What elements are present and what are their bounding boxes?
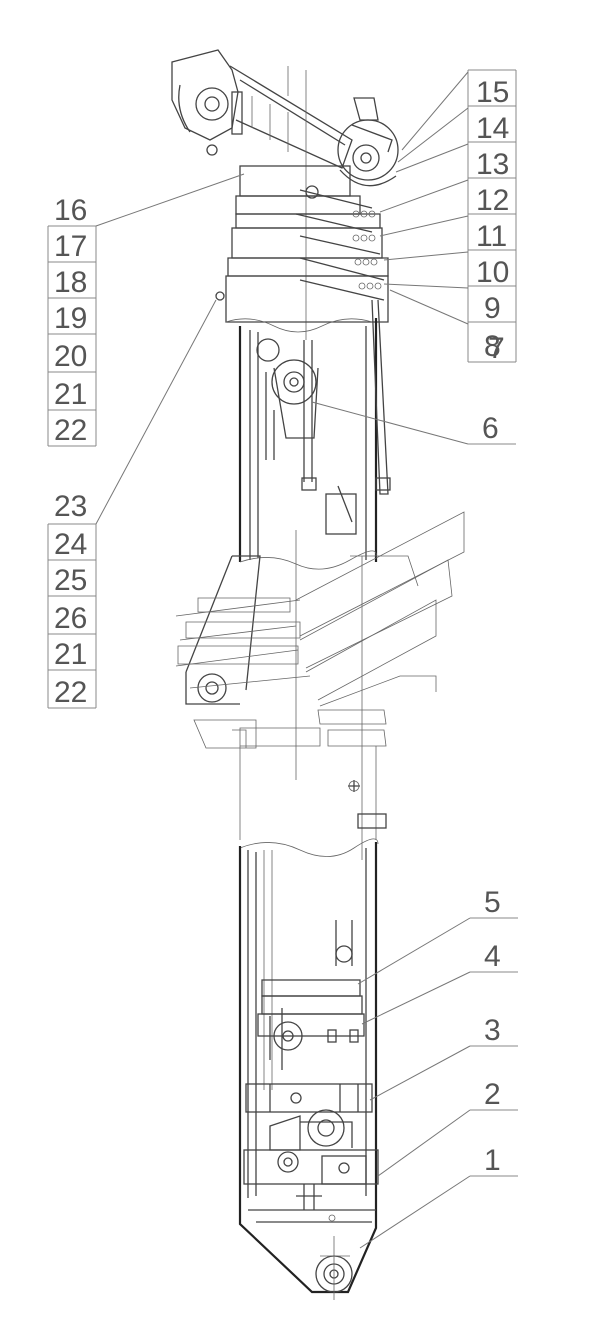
callout-label: 2 xyxy=(484,1078,501,1111)
upper-boom-body xyxy=(238,299,391,780)
callout-label: 15 xyxy=(476,76,509,109)
callout-label: 8 xyxy=(484,330,501,363)
callout-label: 21 xyxy=(54,638,87,671)
callout-label: 21 xyxy=(54,378,87,411)
callout-column-right-bottom: 5 4 3 2 1 xyxy=(357,886,518,1249)
callout-label: 26 xyxy=(54,602,87,635)
callout-label: 4 xyxy=(484,940,501,973)
callout-label: 12 xyxy=(476,184,509,217)
callout-label: 24 xyxy=(54,528,87,561)
callout-label: 1 xyxy=(484,1144,501,1177)
boom-head xyxy=(171,49,399,340)
callout-column-right-top: 15 14 13 12 11 10 9 8 7 xyxy=(379,69,517,363)
callout-label: 17 xyxy=(54,230,87,263)
callout-label: 23 xyxy=(54,490,87,523)
callout-label: 3 xyxy=(484,1014,501,1047)
callout-column-left-mid: 23 24 25 26 21 22 xyxy=(47,299,217,709)
section-collars xyxy=(215,165,389,333)
callout-label: 16 xyxy=(54,194,87,227)
callout-label: 9 xyxy=(484,292,501,325)
callout-label: 10 xyxy=(476,256,509,289)
callout-label: 19 xyxy=(54,302,87,335)
callout-label: 5 xyxy=(484,886,501,919)
callout-label: 11 xyxy=(476,220,507,253)
callout-column-left-top: 16 17 18 19 20 21 22 xyxy=(47,173,245,447)
lower-boom-body xyxy=(238,838,379,1300)
callout-label: 22 xyxy=(54,414,87,447)
callout-label: 22 xyxy=(54,676,87,709)
callout-label: 7 xyxy=(488,332,505,365)
callout-label: 14 xyxy=(476,112,509,145)
callout-right-6: 6 xyxy=(311,401,516,445)
callout-label: 6 xyxy=(482,412,499,445)
callout-label: 25 xyxy=(54,564,87,597)
callout-label: 13 xyxy=(476,148,509,181)
callout-right-7: 7 xyxy=(488,332,505,365)
mid-bracket-outline xyxy=(175,511,465,860)
callout-label: 18 xyxy=(54,266,87,299)
callout-label: 20 xyxy=(54,340,87,373)
